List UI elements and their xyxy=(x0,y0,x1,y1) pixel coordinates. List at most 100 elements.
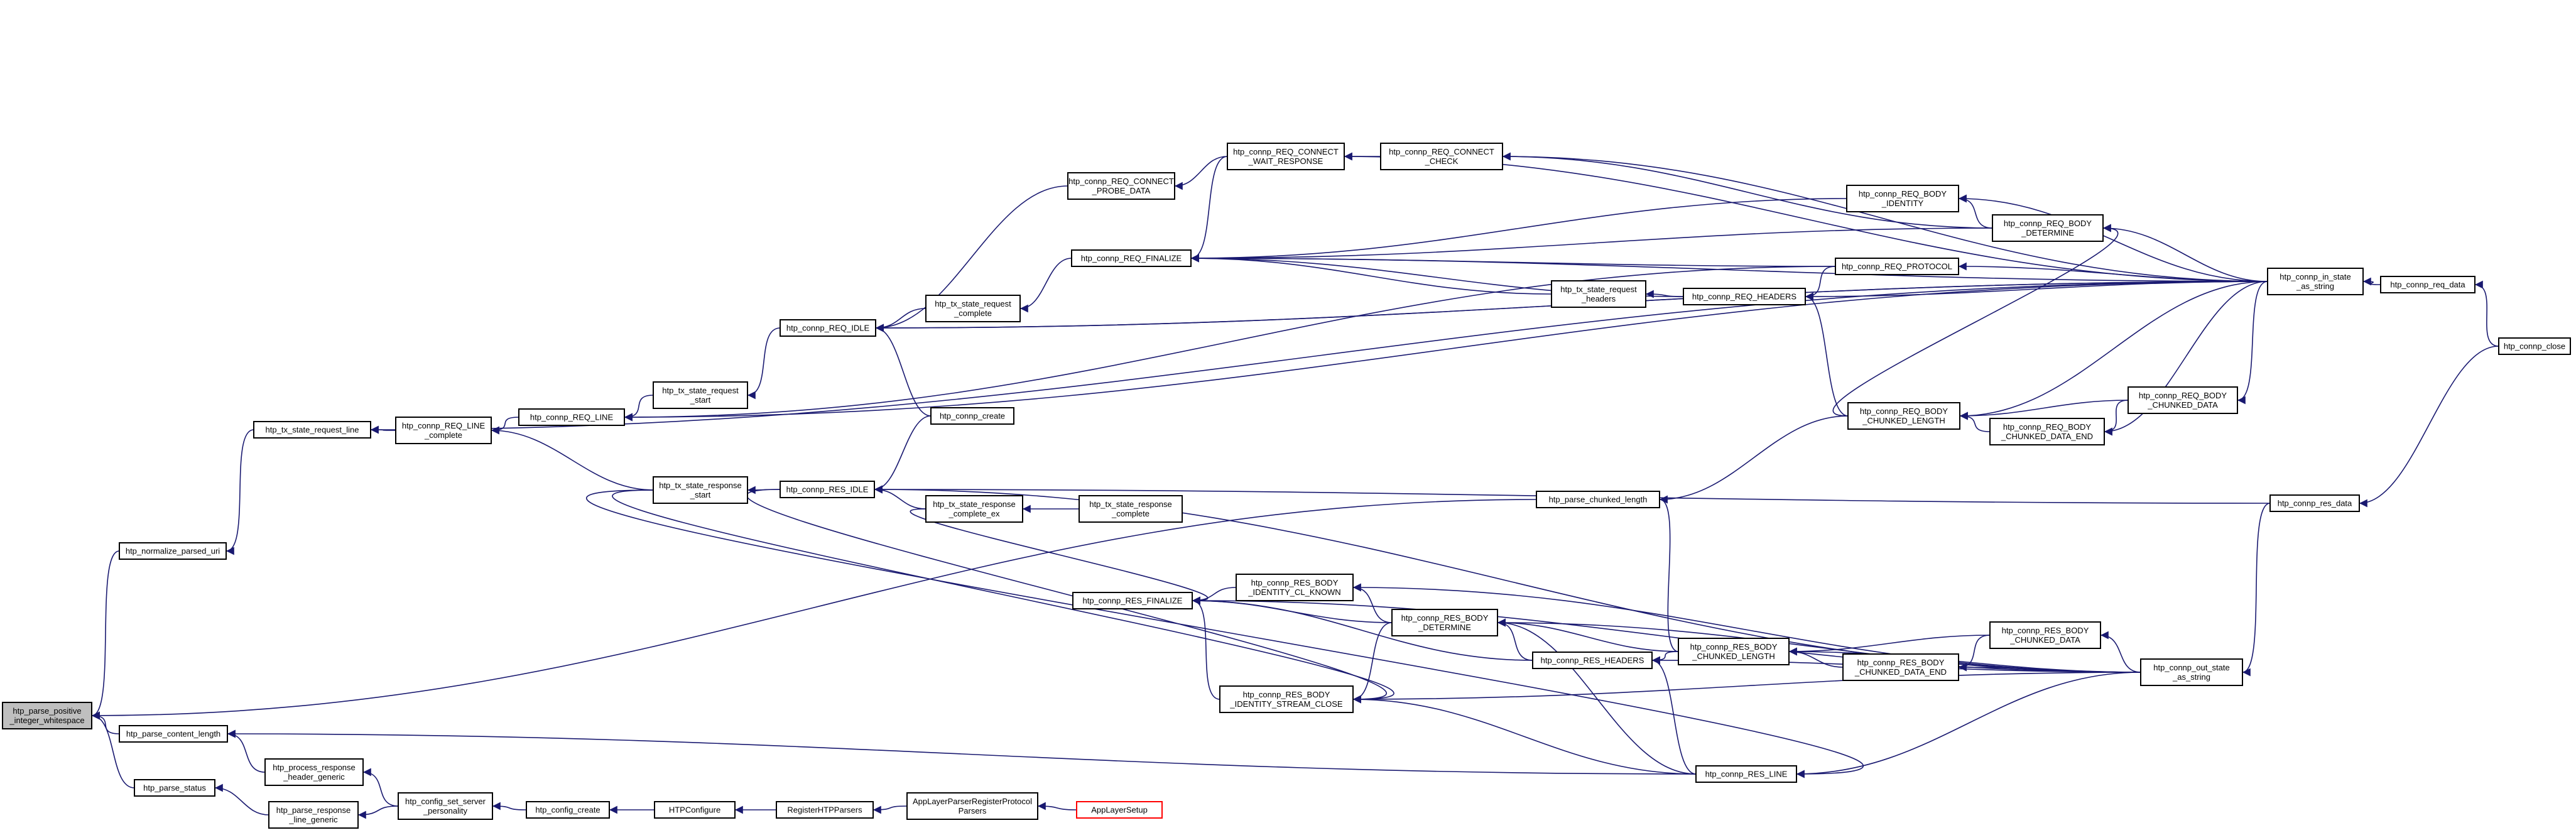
node-label: _WAIT_RESPONSE xyxy=(1248,156,1323,166)
edge-in-state-to-req-line-tx xyxy=(370,281,2268,434)
graph-node-tx-resp-complete[interactable]: htp_tx_state_response_complete xyxy=(1079,495,1183,523)
graph-node-req-protocol[interactable]: htp_connp_REQ_PROTOCOL xyxy=(1835,258,1959,275)
node-label: _as_string xyxy=(2296,281,2334,291)
node-layer: htp_parse_positive_integer_whitespacehtp… xyxy=(2,143,2571,829)
node-label: htp_connp_REQ_BODY xyxy=(2003,422,2092,432)
graph-node-res-idle[interactable]: htp_connp_RES_IDLE xyxy=(780,481,875,498)
graph-node-out-state[interactable]: htp_connp_out_state_as_string xyxy=(2140,658,2243,686)
node-label: htp_connp_RES_LINE xyxy=(1705,770,1788,779)
node-label: htp_connp_RES_BODY xyxy=(1690,642,1778,652)
node-label: htp_parse_positive xyxy=(13,706,81,716)
node-label: htp_connp_REQ_BODY xyxy=(2004,219,2092,228)
graph-node-res-line[interactable]: htp_connp_RES_LINE xyxy=(1695,765,1797,783)
graph-node-http-configure[interactable]: HTPConfigure xyxy=(654,801,736,819)
graph-node-req-connect-check[interactable]: htp_connp_REQ_CONNECT_CHECK xyxy=(1380,143,1503,170)
node-box xyxy=(1072,592,1193,609)
graph-node-req-connect-wait[interactable]: htp_connp_REQ_CONNECT_WAIT_RESPONSE xyxy=(1227,143,1345,170)
node-box xyxy=(1989,621,2101,649)
graph-node-parse-resp-line[interactable]: htp_parse_response_line_generic xyxy=(268,801,359,829)
edge-res-line-to-res-headers xyxy=(1651,656,1697,775)
graph-node-res-body-chunked-data[interactable]: htp_connp_RES_BODY_CHUNKED_DATA xyxy=(1989,621,2101,649)
graph-node-tx-req-complete[interactable]: htp_tx_state_request_complete xyxy=(925,295,1021,322)
edge-in-state-to-req-line xyxy=(624,281,2268,422)
graph-node-req-line[interactable]: htp_connp_REQ_LINE xyxy=(518,408,625,426)
graph-node-req-idle[interactable]: htp_connp_REQ_IDLE xyxy=(780,319,876,337)
graph-node-res-body-stream-close[interactable]: htp_connp_RES_BODY_IDENTITY_STREAM_CLOSE xyxy=(1219,685,1354,713)
node-label: htp_connp_REQ_CONNECT xyxy=(1233,147,1339,156)
graph-node-req-connect-probe[interactable]: htp_connp_REQ_CONNECT_PROBE_DATA xyxy=(1067,172,1175,200)
edge-res-body-chunked-length-to-parse-chunked xyxy=(1659,495,1679,652)
edge-req-body-determine-to-req-finalize xyxy=(1190,227,1993,263)
graph-node-req-data[interactable]: htp_connp_req_data xyxy=(2380,276,2475,293)
graph-node-register-parsers[interactable]: RegisterHTPParsers xyxy=(776,801,874,819)
node-label: _complete xyxy=(1111,509,1149,518)
edge-connp-create-to-req-idle xyxy=(875,324,932,417)
graph-node-req-finalize[interactable]: htp_connp_REQ_FINALIZE xyxy=(1071,249,1192,267)
node-label: htp_connp_in_state xyxy=(2280,272,2350,281)
graph-node-tx-req-start[interactable]: htp_tx_state_request_start xyxy=(653,381,748,409)
graph-node-tx-req-headers[interactable]: htp_tx_state_request_headers xyxy=(1551,280,1646,308)
node-label: htp_connp_out_state xyxy=(2153,663,2229,672)
node-box xyxy=(906,792,1038,820)
node-box xyxy=(1835,258,1959,275)
node-label: _CHUNKED_DATA xyxy=(2147,400,2218,410)
node-box xyxy=(1236,574,1354,601)
graph-node-req-body-chunked-data-end[interactable]: htp_connp_REQ_BODY_CHUNKED_DATA_END xyxy=(1989,418,2105,445)
node-label: _DETERMINE xyxy=(2021,228,2074,237)
graph-node-req-body-chunked-length[interactable]: htp_connp_REQ_BODY_CHUNKED_LENGTH xyxy=(1847,402,1960,430)
graph-node-req-line-complete[interactable]: htp_connp_REQ_LINE_complete xyxy=(395,417,492,444)
edge-out-state-to-res-body-stream-close xyxy=(1352,672,2141,704)
node-label: _line_generic xyxy=(288,815,338,824)
graph-node-connp-create[interactable]: htp_connp_create xyxy=(930,407,1014,425)
node-label: _CHECK xyxy=(1425,156,1459,166)
graph-node-res-body-chunked-length[interactable]: htp_connp_RES_BODY_CHUNKED_LENGTH xyxy=(1678,638,1790,665)
graph-node-req-body-identity[interactable]: htp_connp_REQ_BODY_IDENTITY xyxy=(1846,185,1959,212)
graph-node-connp-close[interactable]: htp_connp_close xyxy=(2498,337,2571,355)
node-label: _start xyxy=(690,395,711,405)
graph-node-applayer-setup[interactable]: AppLayerSetup xyxy=(1076,801,1163,819)
node-label: htp_tx_state_request xyxy=(662,386,739,395)
node-label: htp_tx_state_response xyxy=(1089,499,1172,509)
graph-node-config-set-server[interactable]: htp_config_set_server_personality xyxy=(398,792,493,820)
edge-in-state-to-req-body-chunked-data-end xyxy=(2104,281,2268,436)
node-label: htp_parse_status xyxy=(143,783,206,793)
node-box xyxy=(1076,801,1163,819)
node-label: _IDENTITY_CL_KNOWN xyxy=(1247,587,1340,597)
edge-tx-resp-complete-ex-to-res-idle xyxy=(874,485,927,510)
graph-node-parse-chunked[interactable]: htp_parse_chunked_length xyxy=(1536,491,1660,508)
node-label: htp_connp_REQ_CONNECT xyxy=(1068,177,1174,186)
node-label: htp_connp_REQ_IDLE xyxy=(786,324,870,333)
edge-req-body-chunked-length-to-req-headers xyxy=(1805,292,1849,417)
graph-node-res-data[interactable]: htp_connp_res_data xyxy=(2269,494,2360,512)
graph-node-res-headers[interactable]: htp_connp_RES_HEADERS xyxy=(1532,652,1653,669)
graph-node-in-state[interactable]: htp_connp_in_state_as_string xyxy=(2267,268,2364,295)
edge-in-state-to-req-connect-check xyxy=(1502,152,2268,282)
edge-req-body-determine-to-req-connect-check xyxy=(1502,152,1993,229)
graph-node-tx-resp-start[interactable]: htp_tx_state_response_start xyxy=(653,476,748,504)
graph-node-res-body-determine[interactable]: htp_connp_RES_BODY_DETERMINE xyxy=(1391,609,1498,636)
graph-node-root[interactable]: htp_parse_positive_integer_whitespace xyxy=(2,702,92,729)
edge-res-idle-to-res-body-stream-close xyxy=(746,489,1388,704)
node-box xyxy=(654,801,736,819)
graph-node-req-headers[interactable]: htp_connp_REQ_HEADERS xyxy=(1683,288,1806,305)
edge-res-body-chunked-length-to-res-headers xyxy=(1651,651,1679,665)
node-label: Parsers xyxy=(959,806,987,815)
graph-node-config-create[interactable]: htp_config_create xyxy=(526,801,610,819)
graph-node-cont-len[interactable]: htp_parse_content_length xyxy=(119,725,228,743)
graph-node-parse-status[interactable]: htp_parse_status xyxy=(134,779,215,797)
graph-node-norm-url[interactable]: htp_normalize_parsed_uri xyxy=(119,542,227,560)
graph-node-process-resp-header[interactable]: htp_process_response_header_generic xyxy=(264,758,364,786)
graph-node-req-line-tx[interactable]: htp_tx_state_request_line xyxy=(253,421,371,439)
graph-node-res-body-chunked-data-end[interactable]: htp_connp_RES_BODY_CHUNKED_DATA_END xyxy=(1842,653,1959,681)
node-label: _integer_whitespace xyxy=(9,716,84,725)
graph-node-tx-resp-complete-ex[interactable]: htp_tx_state_response_complete_ex xyxy=(925,495,1023,523)
node-label: _complete xyxy=(424,430,462,440)
graph-node-req-body-chunked-data[interactable]: htp_connp_REQ_BODY_CHUNKED_DATA xyxy=(2128,386,2238,414)
graph-node-res-body-cl-known[interactable]: htp_connp_RES_BODY_IDENTITY_CL_KNOWN xyxy=(1236,574,1354,601)
edge-config-create-to-config-set-server xyxy=(492,802,527,810)
node-label: htp_connp_RES_BODY xyxy=(1243,690,1330,699)
graph-node-req-body-determine[interactable]: htp_connp_REQ_BODY_DETERMINE xyxy=(1992,214,2104,242)
edge-req-finalize-to-tx-req-complete xyxy=(1019,258,1072,313)
graph-node-res-finalize[interactable]: htp_connp_RES_FINALIZE xyxy=(1072,592,1193,609)
